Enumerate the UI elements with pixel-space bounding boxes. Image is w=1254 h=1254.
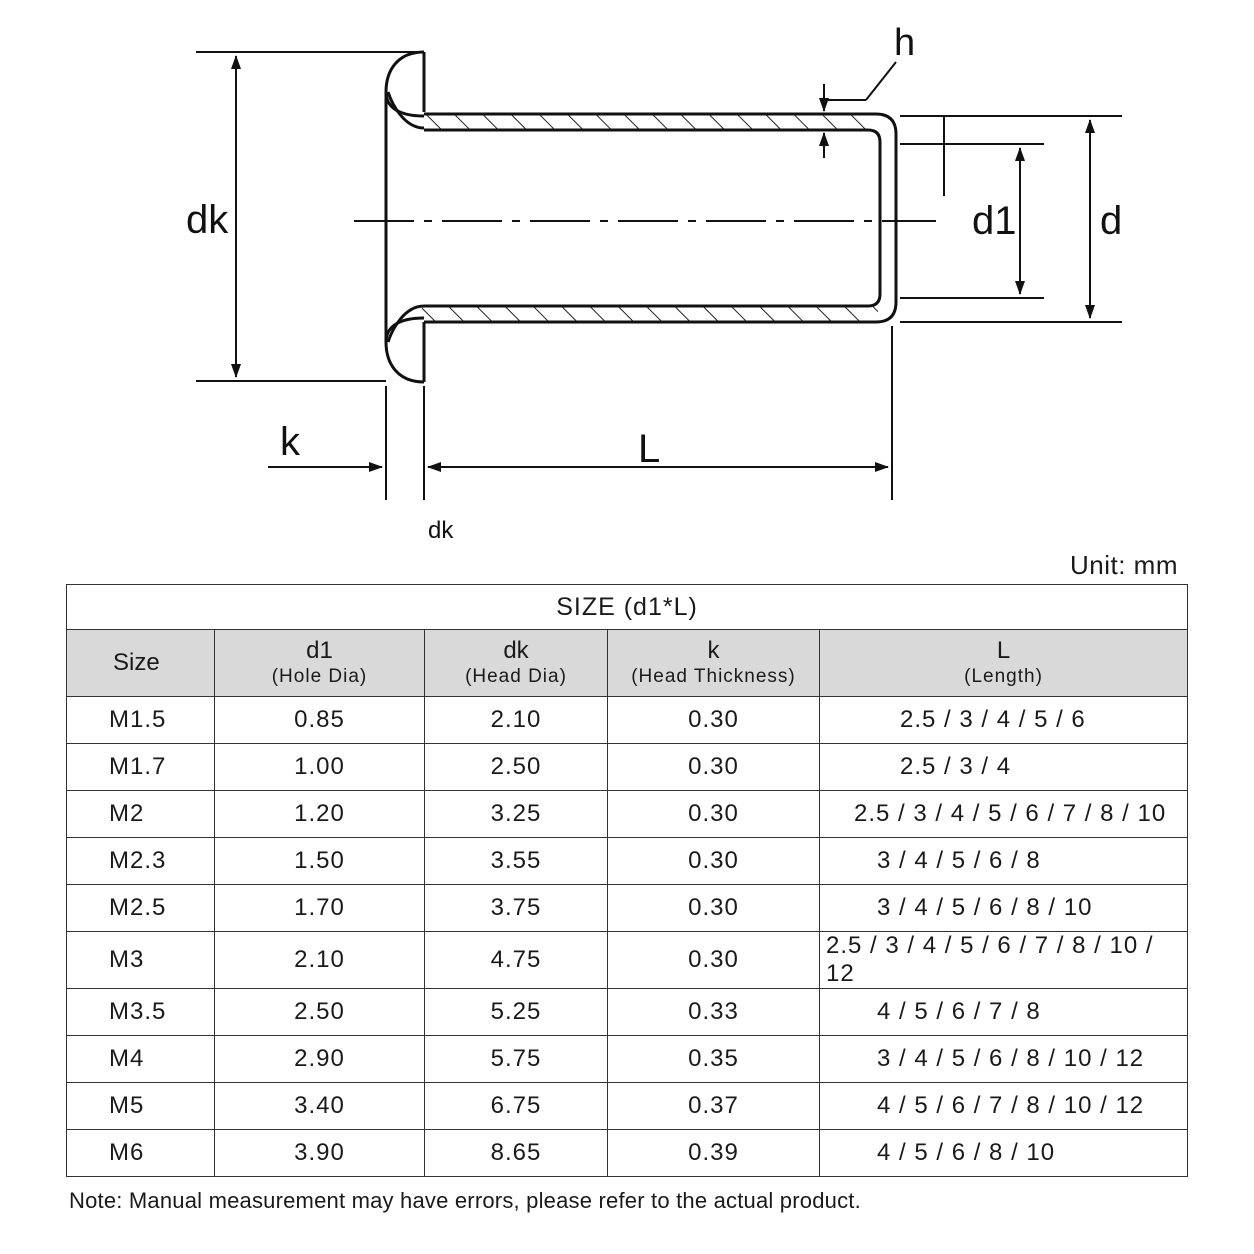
note-text: Note: Manual measurement may have errors…	[69, 1188, 861, 1213]
column-header-k: k(Head Thickness)	[607, 629, 820, 697]
column-header-label: dk	[503, 637, 529, 665]
cell-d1: 2.10	[214, 931, 425, 989]
eyelet-dimension-diagram: dk h d1 d k L dk	[186, 22, 1122, 544]
cell-l: 3 / 4 / 5 / 6 / 8	[818, 837, 1189, 885]
cell-l: 4 / 5 / 6 / 7 / 8	[818, 988, 1189, 1036]
cell-dk: 5.25	[424, 988, 608, 1036]
cell-dk: 2.10	[424, 696, 608, 744]
cell-dk: 2.50	[424, 743, 608, 791]
column-header-l: L(Length)	[818, 629, 1189, 697]
cell-l: 2.5 / 3 / 4 / 5 / 6 / 7 / 8 / 10 / 12	[818, 931, 1189, 989]
cell-size: M3.5	[66, 988, 215, 1036]
cell-d1: 1.20	[214, 790, 425, 838]
h-dimension-arrows	[819, 61, 897, 158]
column-header-label: k	[707, 637, 720, 665]
cell-d1: 1.70	[214, 884, 425, 932]
cell-dk: 6.75	[424, 1082, 608, 1130]
cell-d1: 2.50	[214, 988, 425, 1036]
cell-l: 3 / 4 / 5 / 6 / 8 / 10	[818, 884, 1189, 932]
cell-dk: 3.25	[424, 790, 608, 838]
h-label: h	[894, 22, 915, 64]
cell-d1: 1.50	[214, 837, 425, 885]
cell-d1: 2.90	[214, 1035, 425, 1083]
cell-l: 4 / 5 / 6 / 8 / 10	[818, 1129, 1189, 1177]
cell-k: 0.30	[607, 743, 820, 791]
column-header-sublabel: (Head Dia)	[465, 665, 567, 687]
cell-k: 0.30	[607, 696, 820, 744]
column-header-size: Size	[66, 629, 215, 697]
cell-size: M4	[66, 1035, 215, 1083]
cell-d1: 0.85	[214, 696, 425, 744]
table-title: SIZE (d1*L)	[65, 584, 1189, 630]
cell-l: 2.5 / 3 / 4 / 5 / 6 / 7 / 8 / 10	[818, 790, 1189, 838]
cell-size: M1.7	[66, 743, 215, 791]
dk-small-label: dk	[428, 517, 454, 544]
cell-k: 0.37	[607, 1082, 820, 1130]
cell-dk: 5.75	[424, 1035, 608, 1083]
extension-lines	[196, 51, 1122, 500]
d1-label: d1	[972, 199, 1017, 243]
dk-label: dk	[186, 198, 229, 242]
cell-l: 2.5 / 3 / 4	[818, 743, 1189, 791]
cell-l: 4 / 5 / 6 / 7 / 8 / 10 / 12	[818, 1082, 1189, 1130]
cell-k: 0.39	[607, 1129, 820, 1177]
cell-k: 0.35	[607, 1035, 820, 1083]
cell-size: M3	[66, 931, 215, 989]
tube-wall-top	[422, 114, 878, 130]
cell-d1: 1.00	[214, 743, 425, 791]
unit-label: Unit: mm	[1070, 550, 1178, 580]
cell-dk: 3.75	[424, 884, 608, 932]
column-header-d1: d1(Hole Dia)	[214, 629, 425, 697]
cell-size: M2.5	[66, 884, 215, 932]
d-label: d	[1100, 199, 1122, 243]
cell-size: M2	[66, 790, 215, 838]
cell-dk: 3.55	[424, 837, 608, 885]
column-header-dk: dk(Head Dia)	[424, 629, 608, 697]
cell-d1: 3.90	[214, 1129, 425, 1177]
column-header-label: d1	[306, 637, 333, 665]
column-header-label: Size	[113, 648, 160, 676]
cell-k: 0.30	[607, 931, 820, 989]
cell-size: M1.5	[66, 696, 215, 744]
cell-l: 3 / 4 / 5 / 6 / 8 / 10 / 12	[818, 1035, 1189, 1083]
cell-size: M6	[66, 1129, 215, 1177]
cell-dk: 4.75	[424, 931, 608, 989]
column-header-sublabel: (Length)	[964, 665, 1043, 687]
cell-k: 0.30	[607, 884, 820, 932]
k-label: k	[280, 420, 301, 464]
cell-l: 2.5 / 3 / 4 / 5 / 6	[818, 696, 1189, 744]
table-title-row: SIZE (d1*L)	[65, 584, 1189, 630]
cell-size: M2.3	[66, 837, 215, 885]
column-header-sublabel: (Hole Dia)	[271, 665, 368, 687]
column-header-label: L	[996, 637, 1011, 665]
tube-wall-bottom	[422, 306, 878, 322]
l-label: L	[638, 427, 660, 471]
cell-k: 0.30	[607, 790, 820, 838]
cell-d1: 3.40	[214, 1082, 425, 1130]
column-header-sublabel: (Head Thickness)	[631, 665, 796, 687]
cell-k: 0.30	[607, 837, 820, 885]
cell-dk: 8.65	[424, 1129, 608, 1177]
cell-size: M5	[66, 1082, 215, 1130]
eyelet-outline	[384, 50, 898, 384]
cell-k: 0.33	[607, 988, 820, 1036]
